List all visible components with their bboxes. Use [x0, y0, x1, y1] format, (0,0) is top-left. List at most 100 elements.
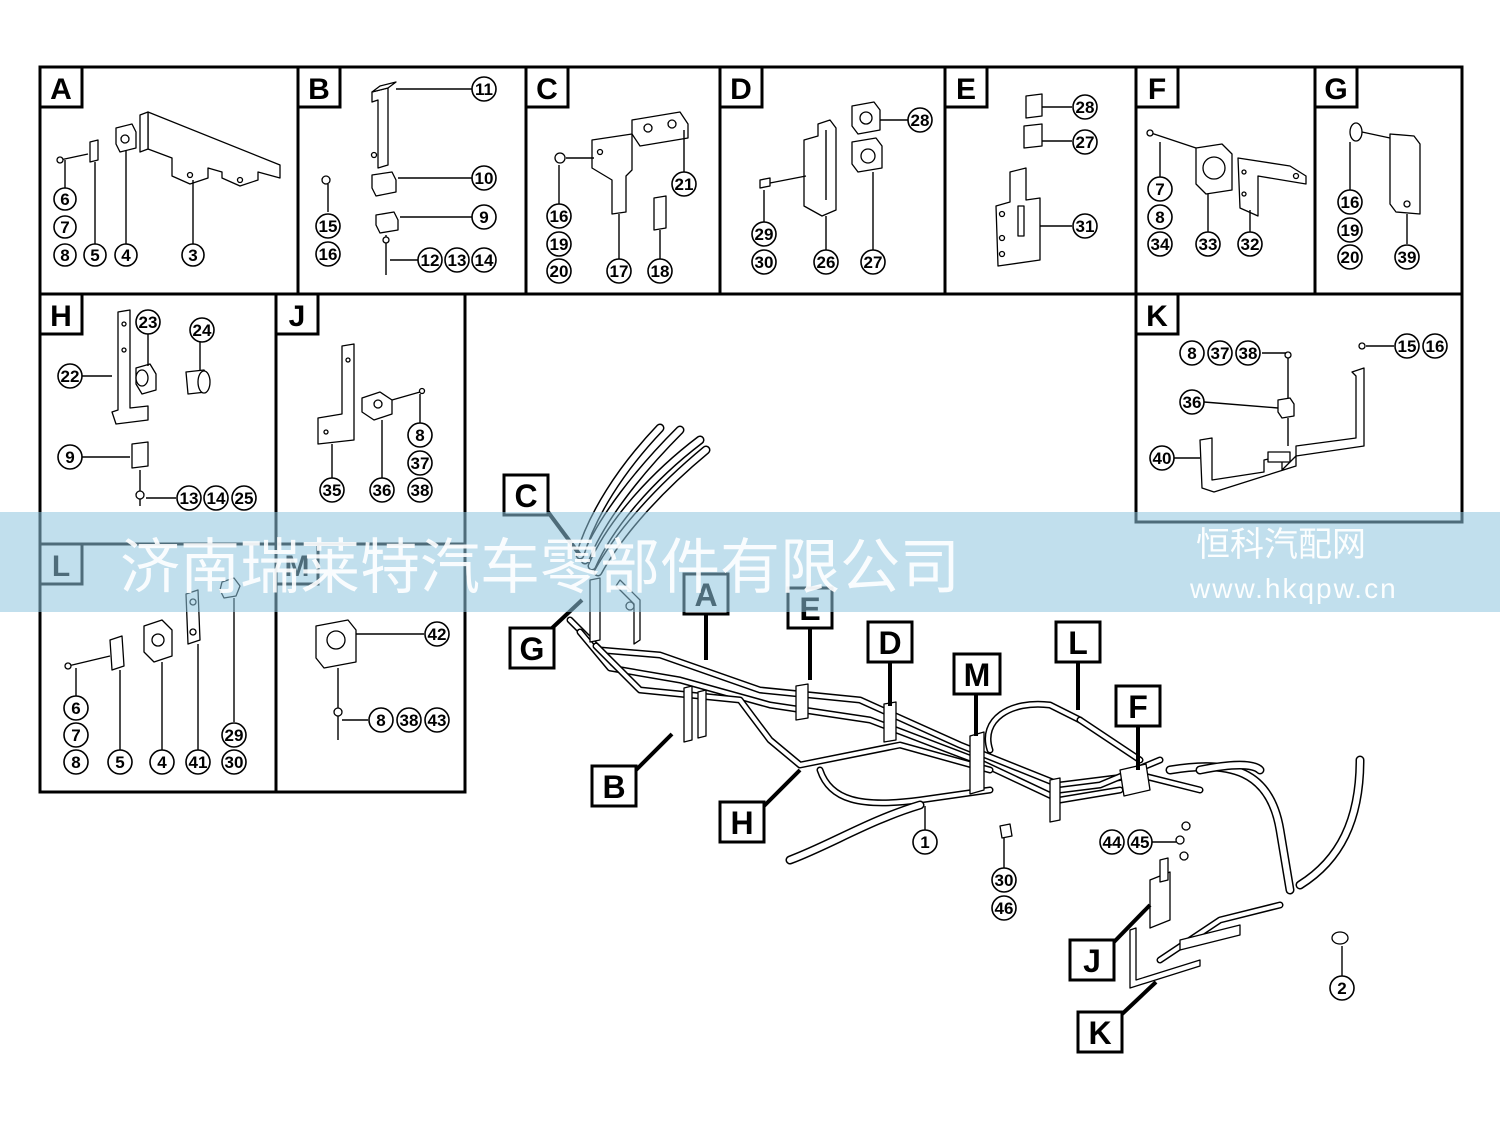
callout-23: 23 [135, 309, 161, 335]
callout-27: 27 [1072, 129, 1098, 155]
view-label-m: M [952, 652, 1002, 736]
svg-text:20: 20 [550, 262, 569, 281]
view-label-l: L [1054, 620, 1102, 710]
panel-f-letter: F [1148, 73, 1166, 106]
svg-text:31: 31 [1076, 217, 1095, 236]
svg-text:35: 35 [323, 481, 342, 500]
svg-text:21: 21 [675, 175, 694, 194]
svg-text:13: 13 [180, 489, 199, 508]
svg-text:25: 25 [235, 489, 254, 508]
lower-right-bracket [1129, 857, 1349, 989]
panel-d-letter: D [730, 73, 752, 106]
svg-text:27: 27 [1076, 133, 1095, 152]
panel-k: K 8 37 38 15 16 36 40 [1134, 292, 1448, 493]
callout-9: 9 [57, 444, 83, 470]
callout-8: 8 [407, 422, 433, 448]
svg-text:32: 32 [1241, 235, 1260, 254]
svg-text:4: 4 [121, 246, 131, 265]
watermark-site-url: www.hkqpw.cn [1189, 573, 1398, 604]
svg-text:33: 33 [1199, 235, 1218, 254]
svg-text:17: 17 [610, 262, 629, 281]
callout-27: 27 [860, 249, 886, 275]
view-label-j: J [1068, 903, 1152, 982]
callout-15: 15 [315, 213, 341, 239]
svg-text:8: 8 [376, 711, 385, 730]
callout-25: 25 [231, 485, 257, 511]
svg-text:23: 23 [139, 313, 158, 332]
svg-text:19: 19 [1341, 221, 1360, 240]
right-hoses [1165, 755, 1365, 895]
callout-9: 9 [471, 204, 497, 230]
svg-text:8: 8 [1155, 208, 1164, 227]
svg-text:22: 22 [61, 367, 80, 386]
callout-7: 7 [63, 722, 89, 748]
svg-text:9: 9 [65, 448, 74, 467]
svg-text:6: 6 [71, 699, 80, 718]
svg-text:30: 30 [755, 253, 774, 272]
callout-26: 26 [813, 249, 839, 275]
callout-12: 12 [417, 247, 443, 273]
callout-36: 36 [369, 477, 395, 503]
callout-38: 38 [1235, 340, 1261, 366]
svg-text:4: 4 [157, 753, 167, 772]
svg-text:20: 20 [1341, 248, 1360, 267]
callout-2: 2 [1329, 975, 1355, 1001]
callout-20: 20 [546, 258, 572, 284]
panel-b: B 11 10 9 15 16 12 13 14 [296, 65, 497, 275]
callout-24: 24 [189, 317, 215, 343]
svg-text:15: 15 [1398, 337, 1417, 356]
svg-text:19: 19 [550, 235, 569, 254]
callout-38: 38 [407, 477, 433, 503]
panel-h: H 23 24 22 9 13 14 25 [38, 292, 257, 511]
svg-text:6: 6 [60, 190, 69, 209]
svg-text:34: 34 [1151, 235, 1170, 254]
panel-g: G 16 19 20 39 [1313, 65, 1421, 270]
panel-c: C 21 16 19 20 17 18 [524, 65, 697, 284]
svg-text:L: L [1068, 625, 1088, 661]
callout-30: 30 [221, 749, 247, 775]
svg-text:45: 45 [1131, 833, 1150, 852]
callout-13: 13 [176, 485, 202, 511]
callout-10: 10 [471, 165, 497, 191]
svg-text:28: 28 [911, 111, 930, 130]
callout-11: 11 [471, 76, 497, 102]
svg-text:28: 28 [1076, 98, 1095, 117]
panel-g-letter: G [1324, 73, 1347, 106]
panel-j-letter: J [289, 300, 306, 333]
view-label-b: B [590, 732, 674, 808]
callout-18: 18 [647, 258, 673, 284]
svg-text:8: 8 [71, 753, 80, 772]
callout-21: 21 [671, 171, 697, 197]
panel-j: J 8 37 38 35 36 [274, 292, 433, 503]
svg-text:J: J [1083, 943, 1101, 979]
view-label-g: G [508, 598, 584, 670]
main-pipe-runs [566, 616, 1204, 807]
callout-8: 8 [1147, 204, 1173, 230]
svg-text:26: 26 [817, 253, 836, 272]
main-assembly [566, 423, 1365, 989]
svg-text:13: 13 [448, 251, 467, 270]
callout-29: 29 [221, 722, 247, 748]
callout-16: 16 [315, 241, 341, 267]
callout-32: 32 [1237, 231, 1263, 257]
svg-text:G: G [520, 631, 545, 667]
svg-text:29: 29 [755, 225, 774, 244]
watermark-site-name: 恒科汽配网 [1196, 526, 1366, 564]
panel-h-letter: H [50, 300, 72, 333]
svg-text:14: 14 [207, 489, 226, 508]
callout-16: 16 [1337, 189, 1363, 215]
svg-text:9: 9 [479, 208, 488, 227]
svg-text:24: 24 [193, 321, 212, 340]
callout-22: 22 [57, 363, 83, 389]
svg-text:C: C [514, 478, 537, 514]
callout-1: 1 [912, 829, 938, 855]
svg-text:42: 42 [428, 625, 447, 644]
callout-8: 8 [53, 243, 77, 267]
callout-44: 44 [1099, 829, 1125, 855]
callout-30: 30 [751, 249, 777, 275]
svg-text:16: 16 [319, 245, 338, 264]
svg-text:8: 8 [415, 426, 424, 445]
callout-39: 39 [1394, 244, 1420, 270]
callout-13: 13 [444, 247, 470, 273]
svg-text:8: 8 [1187, 344, 1196, 363]
